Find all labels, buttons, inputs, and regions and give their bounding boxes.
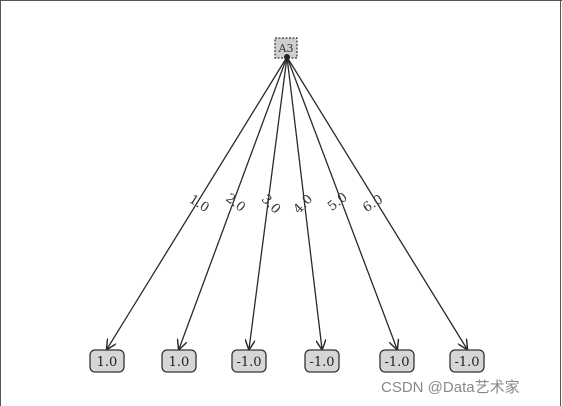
leaf-node-label: -1.0 <box>384 355 409 370</box>
edge-5 <box>286 56 397 349</box>
leaf-node-1: 1.0 <box>89 349 125 373</box>
leaf-node-3: -1.0 <box>231 349 267 373</box>
watermark: CSDN @Data艺术家 <box>381 379 520 396</box>
edge-label-3: 3.0 <box>258 192 283 217</box>
leaf-node-box <box>161 349 197 373</box>
leaf-node-label: 1.0 <box>97 355 118 370</box>
leaf-node-label: -1.0 <box>309 355 334 370</box>
root-node-label: A3 <box>278 42 294 55</box>
leaf-node-box <box>231 349 267 373</box>
edge-label-4: 4.0 <box>291 192 316 217</box>
leaf-node-4: -1.0 <box>304 349 340 373</box>
leaf-node-label: -1.0 <box>236 355 261 370</box>
edge-3 <box>249 56 288 349</box>
edge-6 <box>286 56 467 349</box>
root-anchor-dot <box>284 54 290 60</box>
leaf-node-2: 1.0 <box>161 349 197 373</box>
edge-2 <box>179 56 288 349</box>
leaf-node-5: -1.0 <box>379 349 415 373</box>
leaf-node-box <box>379 349 415 373</box>
leaf-node-label: 1.0 <box>169 355 190 370</box>
edge-1 <box>107 56 288 349</box>
edge-label-2: 2.0 <box>222 191 248 216</box>
edge-4 <box>286 56 322 349</box>
leaf-node-box <box>304 349 340 373</box>
edge-label-1: 1.0 <box>186 192 211 216</box>
leaves-layer: 1.0 1.0 -1.0 -1.0 -1.0 -1.0 <box>89 349 485 373</box>
edge-label-5: 5.0 <box>325 190 351 215</box>
leaf-node-box <box>449 349 485 373</box>
leaf-node-label: -1.0 <box>454 355 479 370</box>
root-node: A3 <box>274 37 298 60</box>
leaf-node-box <box>89 349 125 373</box>
leaf-node-6: -1.0 <box>449 349 485 373</box>
